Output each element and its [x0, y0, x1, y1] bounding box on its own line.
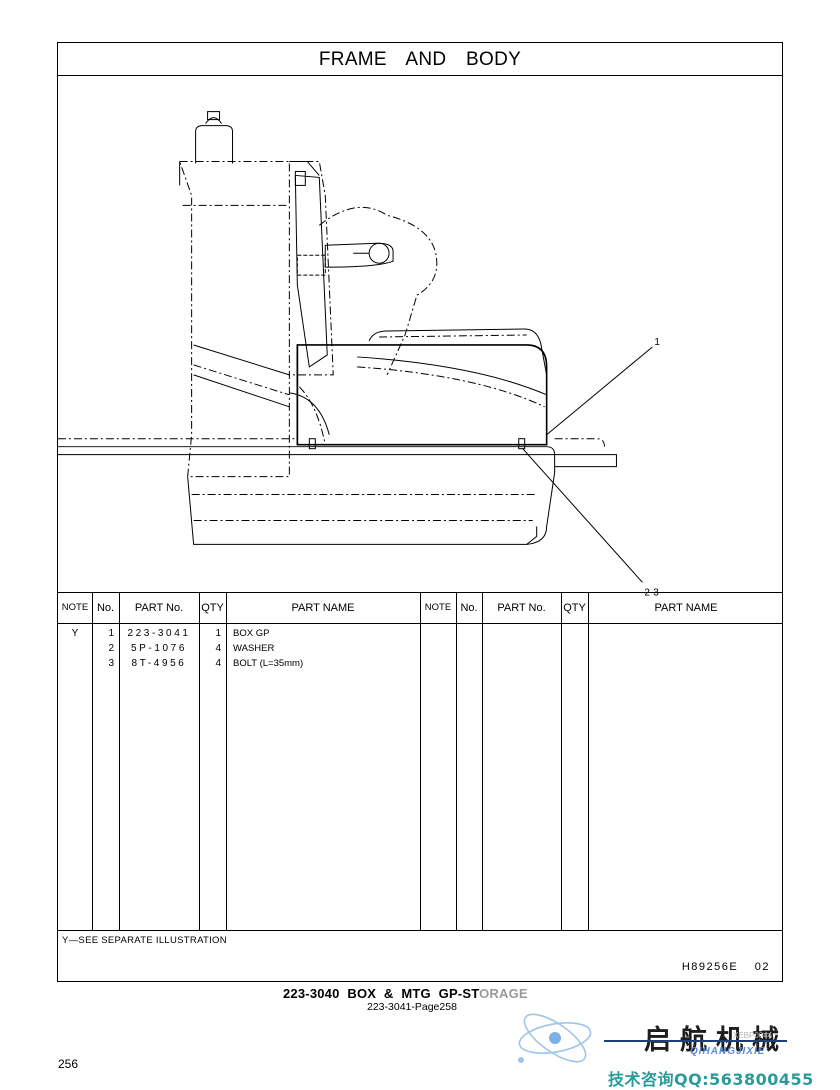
row-3-note: [58, 657, 92, 671]
header-note-2: NOTE: [424, 602, 452, 613]
header-no: No.: [96, 602, 115, 614]
header-part-no: PART No.: [134, 602, 184, 614]
watermark-rule: [604, 1040, 787, 1042]
row-2-name: WASHER: [233, 643, 275, 654]
footnote: Y—SEE SEPARATE ILLUSTRATION: [62, 935, 227, 946]
watermark-brand-en: QIHANGJIXIE: [690, 1046, 766, 1057]
watermark-contact: 技术咨询QQ:563800455: [608, 1070, 814, 1089]
row-3-name: BOLT (L=35mm): [233, 658, 304, 669]
row-2-qty: 4: [215, 643, 221, 654]
col-divider: [588, 593, 589, 930]
header-qty-2: QTY: [563, 602, 586, 614]
header-divider: [58, 623, 782, 624]
col-divider: [420, 593, 421, 930]
illustration-code: H89256E 02: [681, 961, 770, 973]
storage-box-drawing: 1 2-3: [58, 111, 660, 598]
col-divider: [561, 593, 562, 930]
parts-illustration: 1 2-3: [58, 75, 782, 598]
page-subcaption: 223-3041-Page258: [367, 1001, 457, 1013]
parts-page-frame: FRAME AND BODY: [57, 42, 783, 982]
col-divider: [199, 593, 200, 930]
header-part-name: PART NAME: [291, 602, 355, 614]
caption-main: 223-3040 BOX & MTG GP-ST: [283, 986, 480, 1001]
page-title: FRAME AND BODY: [58, 43, 782, 76]
col-divider: [92, 593, 93, 930]
caption-faded: ORAGE: [479, 986, 528, 1001]
row-1-part-no: 223-3041: [127, 628, 191, 639]
row-3-no: 3: [108, 658, 114, 669]
col-divider: [226, 593, 227, 930]
page-number: 256: [58, 1057, 79, 1071]
row-2-no: 2: [108, 643, 114, 654]
orbit-logo-icon: [518, 1013, 592, 1063]
row-1-no: 1: [108, 628, 114, 639]
header-part-no-2: PART No.: [497, 602, 546, 614]
row-2-part-no: 5P-1076: [130, 643, 187, 654]
header-qty: QTY: [201, 602, 224, 614]
col-divider: [456, 593, 457, 930]
col-divider: [119, 593, 120, 930]
header-part-name-2: PART NAME: [654, 602, 718, 614]
callout-1: 1: [654, 337, 660, 348]
page-caption: 223-3040 BOX & MTG GP-STORAGE: [283, 986, 528, 1001]
row-1-note: Y: [71, 628, 79, 639]
row-2-note: [58, 642, 92, 656]
row-1-name: BOX GP: [233, 628, 270, 639]
col-divider: [482, 593, 483, 930]
row-3-part-no: 8T-4956: [131, 658, 187, 669]
watermark-ref: XEBP0044: [733, 1031, 773, 1040]
parts-list-table: NOTE No. PART No. QTY PART NAME NOTE No.…: [58, 592, 782, 931]
header-no-2: No.: [460, 602, 478, 614]
row-3-qty: 4: [215, 658, 221, 669]
row-1-qty: 1: [215, 628, 221, 639]
header-note: NOTE: [61, 602, 89, 613]
